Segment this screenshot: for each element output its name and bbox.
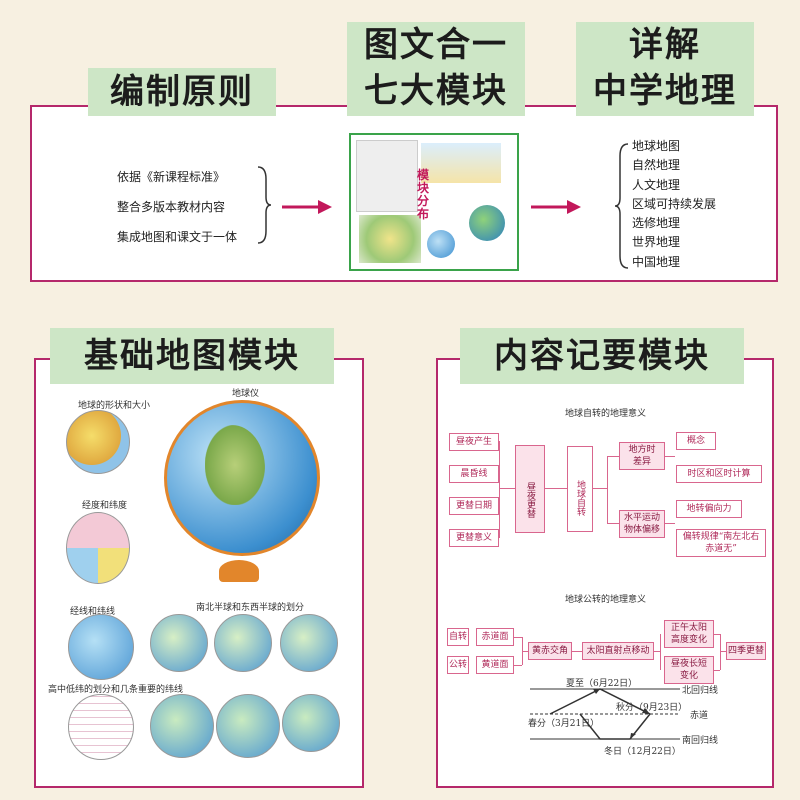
rot-left-1: 昼夜产生: [449, 433, 499, 451]
rot-connector: [607, 523, 619, 524]
tropic-north: 北回归线: [682, 686, 719, 696]
module-item: 地球地图: [632, 139, 681, 153]
rot-right-3: 地转偏向力: [676, 500, 742, 518]
tag-content: 内容记要模块: [460, 328, 744, 384]
label-grid: 经线和纬线: [70, 607, 116, 617]
tag-basic-map: 基础地图模块: [50, 328, 334, 384]
brace-right-icon: [614, 143, 629, 269]
rev-left2-1: 赤道面: [476, 628, 514, 646]
solstice-summer: 夏至（6月22日）: [566, 679, 638, 689]
tropic-south: 南回归线: [682, 736, 719, 746]
rot-connector: [499, 488, 515, 489]
tag-modules: 图文合一 七大模块: [347, 22, 525, 116]
rev-connector: [572, 651, 582, 652]
rot-left-3: 更替日期: [449, 497, 499, 515]
equator-label: 赤道: [690, 711, 709, 721]
rev-connector: [514, 665, 522, 666]
rot-right-1: 概念: [676, 432, 716, 450]
label-earth-shape: 地球的形状和大小: [78, 401, 151, 411]
rot-center-box: 昼夜更替: [515, 445, 545, 533]
rot-left-4: 更替意义: [449, 529, 499, 547]
module-item: 选修地理: [632, 216, 681, 231]
rot-mid-2: 水平运动物体偏移: [619, 510, 665, 538]
zones-globe-1: [68, 694, 134, 760]
principle-2: 整合多版本教材内容: [117, 200, 226, 214]
module-item: 中国地理: [632, 254, 681, 269]
arrow-right-icon: [282, 200, 332, 214]
rot-connector: [607, 456, 619, 457]
grid-globe: [68, 614, 134, 680]
latlon-globe: [66, 512, 130, 584]
rev-connector: [654, 651, 660, 652]
rot-right-2: 时区和区时计算: [676, 465, 762, 483]
principle-1: 依据《新课程标准》: [117, 170, 226, 184]
tag-principles: 编制原则: [88, 68, 276, 116]
tag-geography: 详解 中学地理: [576, 22, 754, 116]
rev-mid2: 太阳直射点移动: [582, 642, 654, 660]
rot-connector: [545, 488, 567, 489]
tag-geography-line2: 中学地理: [593, 71, 737, 111]
module-thumbnail: 模块分布: [349, 133, 519, 271]
rev-r2: 昼夜长短变化: [664, 656, 714, 684]
globe-land: [205, 425, 265, 505]
solstice-winter: 冬日（12月22日）: [604, 747, 681, 757]
thumb-label: 模块分布: [417, 168, 430, 221]
module-item: 自然地理: [632, 158, 681, 173]
rev-left2-2: 黄道面: [476, 656, 514, 674]
equinox-autumn: 秋分（9月23日）: [616, 703, 688, 713]
declination-diagram: [530, 688, 680, 740]
rev-left-1: 自转: [447, 628, 469, 646]
globe-stand: [219, 560, 259, 582]
module-list: 地球地图 自然地理 人文地理 区域可持续发展 选修地理 世界地理 中国地理: [632, 137, 716, 272]
equinox-spring: 春分（3月21日）: [528, 719, 600, 729]
label-zones: 高中低纬的划分和几条重要的纬线: [48, 685, 184, 695]
rev-connector: [514, 637, 522, 638]
rot-mid-1: 地方时差异: [619, 442, 665, 470]
rot-connector: [665, 523, 675, 524]
rev-connector: [714, 670, 720, 671]
content-panel: [436, 358, 774, 788]
rot-left-2: 晨昏线: [449, 465, 499, 483]
rev-connector: [714, 634, 720, 635]
hemis-globe-3: [280, 614, 338, 672]
hemis-globe-1: [150, 614, 208, 672]
rot-right-4: 偏转规律“南左北右赤道无”: [676, 529, 766, 557]
rev-r1: 正午太阳高度变化: [664, 620, 714, 648]
label-latlon: 经度和纬度: [82, 501, 128, 511]
rot-connector: [499, 441, 500, 538]
revolution-title: 地球公转的地理意义: [565, 595, 647, 605]
label-globe: 地球仪: [232, 389, 260, 399]
rot-main-box: 地球自转: [567, 446, 593, 532]
zones-globe-2: [150, 694, 214, 758]
rot-connector: [593, 488, 607, 489]
principle-3: 集成地图和课文于一体: [117, 230, 238, 244]
arrow-right-icon-2: [531, 200, 581, 214]
rot-connector: [665, 456, 675, 457]
rev-connector: [522, 651, 528, 652]
label-hemispheres: 南北半球和东西半球的划分: [196, 603, 305, 613]
rev-connector: [720, 651, 726, 652]
rev-connector: [720, 634, 721, 670]
module-item: 人文地理: [632, 177, 681, 192]
zones-globe-3: [216, 694, 280, 758]
brace-left-icon: [257, 166, 272, 244]
earth-shape-globe: [66, 410, 130, 474]
rev-left-2: 公转: [447, 656, 469, 674]
tag-geography-line1: 详解: [629, 25, 701, 65]
tag-modules-line2: 七大模块: [364, 71, 508, 111]
rotation-title: 地球自转的地理意义: [565, 409, 647, 419]
zones-globe-4: [282, 694, 340, 752]
rev-connector: [660, 634, 661, 670]
module-item: 世界地理: [632, 235, 681, 250]
tag-modules-line1: 图文合一: [364, 25, 508, 65]
hemis-globe-2: [214, 614, 272, 672]
rev-end: 四季更替: [726, 642, 766, 660]
rev-mid: 黄赤交角: [528, 642, 572, 660]
module-item: 区域可持续发展: [632, 196, 717, 211]
rot-connector: [607, 456, 608, 524]
